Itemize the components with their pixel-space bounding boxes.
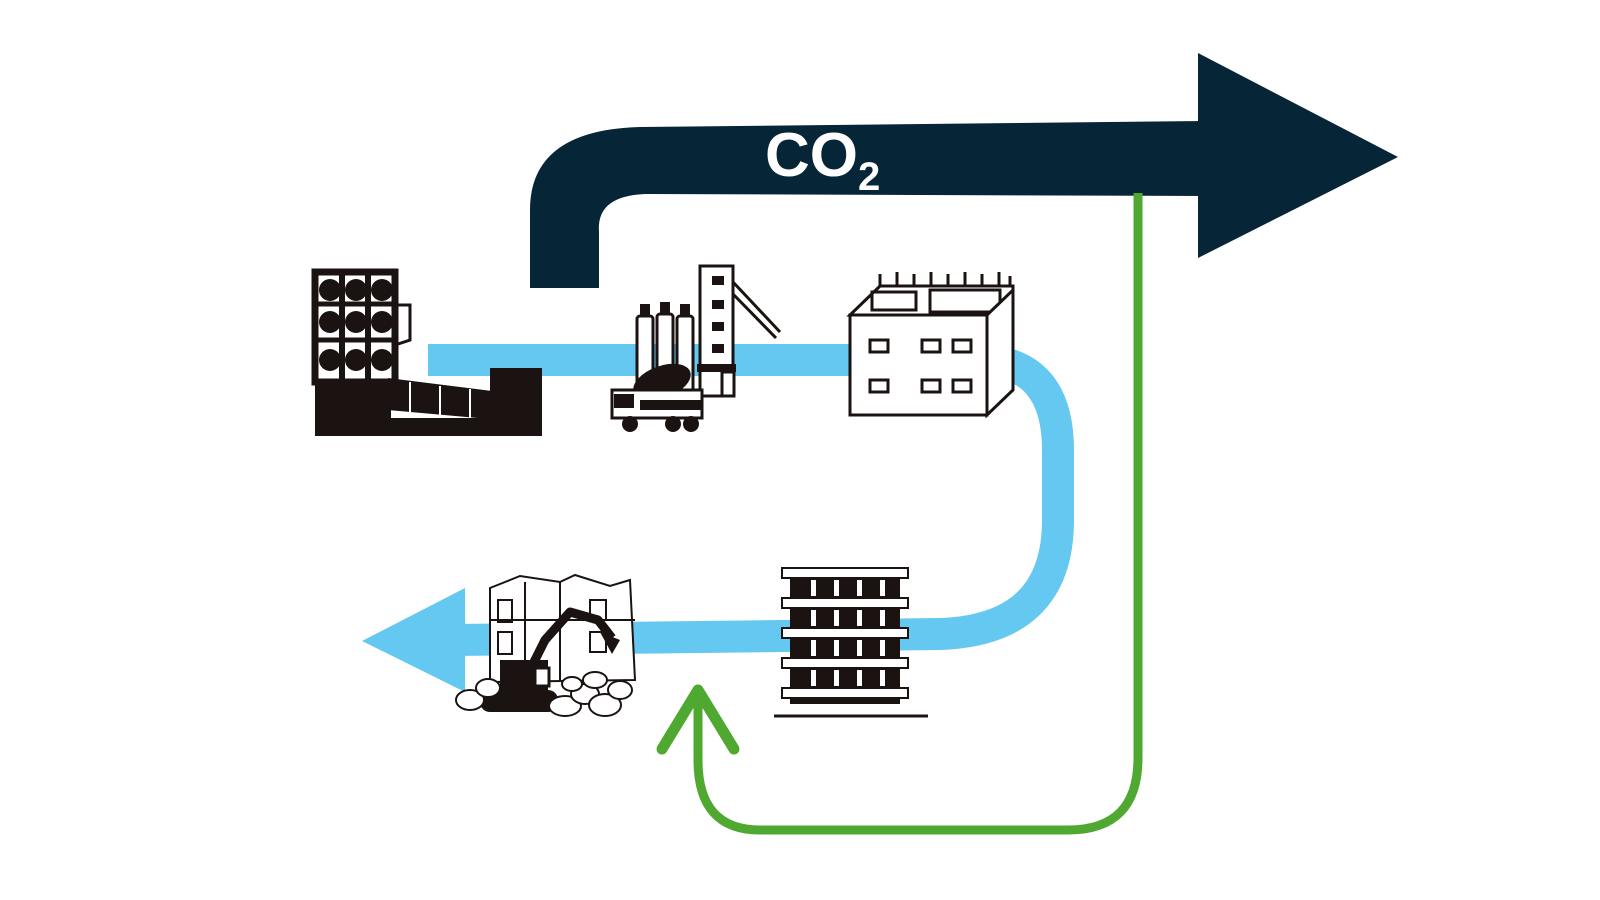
batching-plant-icon bbox=[610, 264, 782, 432]
material-flow-arrow bbox=[362, 344, 1074, 692]
material-flow-arrow-head bbox=[362, 588, 465, 692]
co2-label-main: CO bbox=[765, 121, 858, 190]
cement-plant-icon bbox=[311, 268, 542, 436]
recycle-flow-arrow bbox=[656, 193, 1143, 835]
co2-emission-arrow: CO2 bbox=[530, 53, 1398, 288]
co2-label-subscript: 2 bbox=[858, 155, 880, 199]
co2-label: CO2 bbox=[765, 121, 880, 199]
recycle-flow-arrow-head bbox=[656, 684, 740, 755]
completed-building-icon bbox=[774, 567, 928, 718]
construction-building-icon bbox=[846, 272, 1015, 419]
material-flow-path bbox=[428, 344, 1074, 656]
co2-arrow-head bbox=[1198, 53, 1398, 258]
co2-arrow-body bbox=[530, 121, 1205, 288]
demolition-excavator-icon bbox=[455, 573, 637, 717]
recycle-flow-path bbox=[693, 193, 1143, 835]
